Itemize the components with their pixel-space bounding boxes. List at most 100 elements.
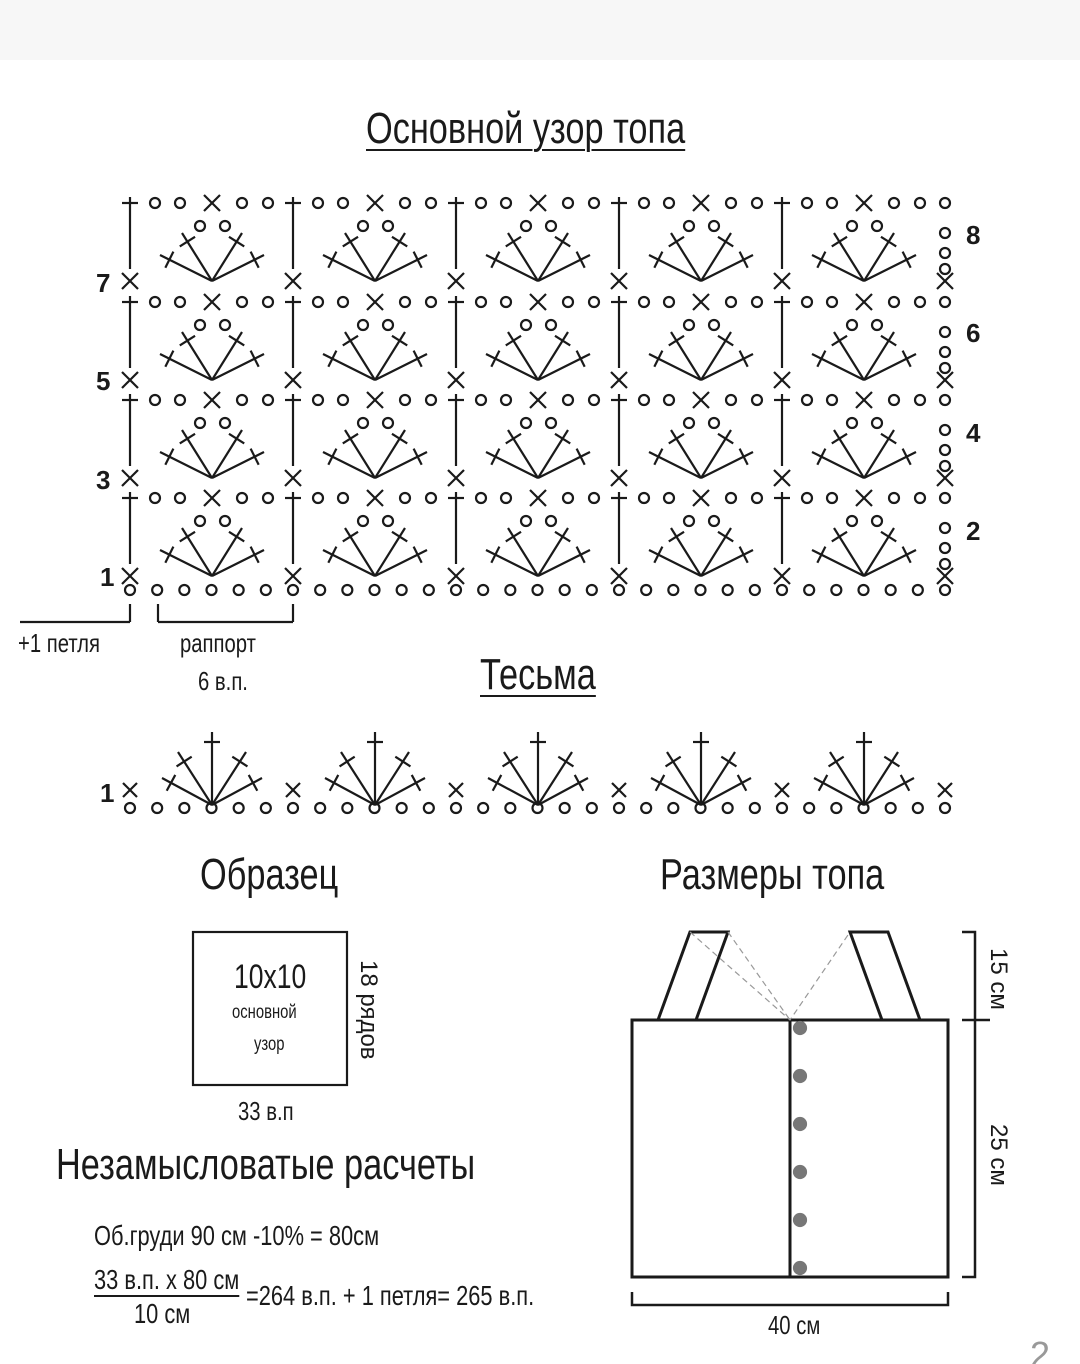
chain-stitch (218, 318, 232, 332)
double-crochet-bar (505, 334, 522, 347)
chain-stitch (750, 295, 764, 309)
double-crochet-bar (228, 432, 245, 445)
double-crochet-bar (720, 755, 738, 768)
chain-stitch (938, 393, 952, 407)
double-crochet-bar (249, 546, 260, 564)
foundation-chain (884, 583, 897, 597)
foundation-chain (830, 583, 843, 597)
single-crochet (284, 469, 302, 487)
foundation-chain (558, 583, 571, 597)
foundation-chain (422, 583, 435, 597)
double-crochet-bar (668, 530, 685, 543)
double-crochet-bar (179, 235, 196, 248)
single-crochet (773, 371, 791, 389)
chain-stitch (587, 196, 601, 210)
double-crochet-bar (575, 350, 586, 368)
double-crochet-bar (880, 235, 897, 248)
chain-stitch (845, 219, 859, 233)
double-crochet-bar (164, 251, 175, 269)
braid-chain (123, 801, 137, 815)
braid-chain (938, 801, 952, 815)
row-number: 8 (966, 220, 981, 250)
row-number: 1 (100, 778, 115, 808)
chain-stitch (235, 295, 249, 309)
braid-chain (449, 801, 463, 815)
single-crochet (610, 469, 628, 487)
chain-stitch (561, 393, 575, 407)
single-crochet (284, 567, 302, 585)
braid-chain (694, 801, 707, 815)
foundation-chain (803, 583, 816, 597)
double-crochet-bar (228, 530, 245, 543)
double-crochet-bar (327, 448, 338, 466)
double-crochet-bar (575, 448, 586, 466)
chain-stitch (356, 416, 370, 430)
single-crochet (773, 272, 791, 290)
double-crochet-bar (249, 350, 260, 368)
chain-stitch (637, 196, 651, 210)
chain-stitch (938, 226, 952, 240)
chain-stitch (682, 416, 696, 430)
row-number: 7 (96, 268, 111, 298)
chain-stitch (662, 196, 676, 210)
chain-stitch (707, 514, 721, 528)
top-bar (0, 0, 1080, 60)
double-crochet-bar (412, 546, 423, 564)
braid-chain (504, 801, 517, 815)
chain-stitch (561, 491, 575, 505)
foundation-chain (449, 583, 463, 597)
double-crochet-bar (391, 235, 408, 248)
double-crochet-bar (738, 448, 749, 466)
single-crochet (936, 567, 954, 585)
width-dimension (630, 1292, 950, 1307)
chain-stitch (662, 295, 676, 309)
strap-height-label: 15 см (985, 948, 1012, 1010)
double-crochet-bar (391, 530, 408, 543)
double-crochet-bar (164, 546, 175, 564)
double-crochet-bar (179, 530, 196, 543)
double-crochet-bar (164, 350, 175, 368)
chain-stitch (519, 514, 533, 528)
chain-stitch (356, 514, 370, 528)
chain-stitch (870, 416, 884, 430)
single-crochet (610, 371, 628, 389)
foundation-chain (178, 583, 191, 597)
chain-stitch (519, 318, 533, 332)
chain-stitch (845, 416, 859, 430)
double-crochet-bar (327, 546, 338, 564)
height-dimension (962, 930, 977, 1279)
chain-stitch (148, 393, 162, 407)
double-crochet-bar (247, 774, 259, 792)
double-crochet-bar (668, 432, 685, 445)
foundation-chain (857, 583, 870, 597)
chain-stitch (587, 393, 601, 407)
chain-stitch (887, 196, 901, 210)
double-crochet-bar (490, 448, 501, 466)
row-number: 2 (966, 516, 981, 546)
braid-chain (667, 801, 680, 815)
single-crochet (121, 469, 139, 487)
single-crochet (285, 782, 301, 798)
double-crochet-bar (827, 755, 845, 768)
double-crochet-bar (883, 755, 901, 768)
repeat-label: раппорт (180, 628, 256, 658)
foundation-chain (368, 583, 381, 597)
chain-stitch (938, 521, 952, 535)
double-crochet-bar (738, 546, 749, 564)
double-crochet-bar (505, 235, 522, 248)
double-crochet-bar (717, 530, 734, 543)
double-crochet-bar (901, 448, 912, 466)
braid-chain (151, 801, 164, 815)
chain-stitch (887, 393, 901, 407)
chain-stitch (235, 491, 249, 505)
chain-stitch (938, 491, 952, 505)
chain-stitch (938, 361, 952, 375)
single-crochet (692, 293, 710, 311)
double-crochet-bar (831, 432, 848, 445)
double-crochet-bar (249, 251, 260, 269)
foundation-chain (151, 583, 164, 597)
chain-stitch (173, 295, 187, 309)
sample-rows-label: 18 рядов (355, 960, 382, 1060)
single-crochet (447, 371, 465, 389)
braid-chain (531, 801, 544, 815)
